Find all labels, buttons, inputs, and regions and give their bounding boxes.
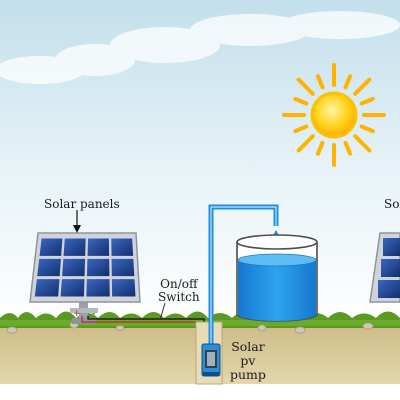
svg-text:+: + [73, 309, 81, 319]
switch-pointer [159, 302, 166, 321]
panel-cell [111, 238, 134, 256]
sun-ray [296, 77, 315, 96]
panel-cell [111, 279, 136, 297]
label-solar-panels: Solar panels [44, 197, 120, 211]
label-pump-line1: Solar [231, 339, 265, 354]
panel-cell [111, 258, 135, 277]
panel-cell [39, 238, 63, 256]
sun-ray [293, 124, 309, 134]
sun-ray [293, 96, 309, 106]
svg-text:-: - [92, 309, 95, 319]
sun-ray [296, 134, 315, 153]
sun-icon [282, 63, 386, 167]
label-solar-panels-right: Sol [384, 197, 400, 211]
sun-ray [315, 140, 325, 156]
sun-ray [343, 140, 353, 156]
clouds [0, 11, 400, 84]
sun-ray [353, 134, 372, 153]
panel-cell [60, 279, 85, 297]
label-switch-line1: On/off [160, 277, 198, 291]
sun-ray [315, 74, 325, 90]
panel-cell [86, 279, 110, 297]
solar-panel-right-icon [369, 232, 400, 303]
sun-ray [343, 74, 353, 90]
label-pump-line3: pump [230, 367, 266, 382]
panel-cell [37, 258, 61, 277]
label-pump-line2: pv [240, 353, 256, 368]
panel-cell [63, 238, 86, 256]
sun-ray [359, 96, 375, 106]
water-tank-icon [236, 234, 318, 322]
panel-cell [62, 258, 86, 277]
sun-ray [353, 77, 372, 96]
bottom-border [0, 384, 400, 400]
arrow-icon [73, 210, 81, 233]
label-switch-line2: Switch [158, 290, 200, 304]
panel-cell [87, 238, 110, 256]
label-solar-pv-pump: Solar pv pump [230, 340, 266, 382]
pump-icon [201, 343, 221, 377]
panel-cell [86, 258, 110, 277]
solar-panel-icon [29, 232, 141, 324]
panel-cell [34, 279, 60, 297]
sun-ray [359, 124, 375, 134]
label-on-off-switch: On/off Switch [158, 278, 200, 304]
